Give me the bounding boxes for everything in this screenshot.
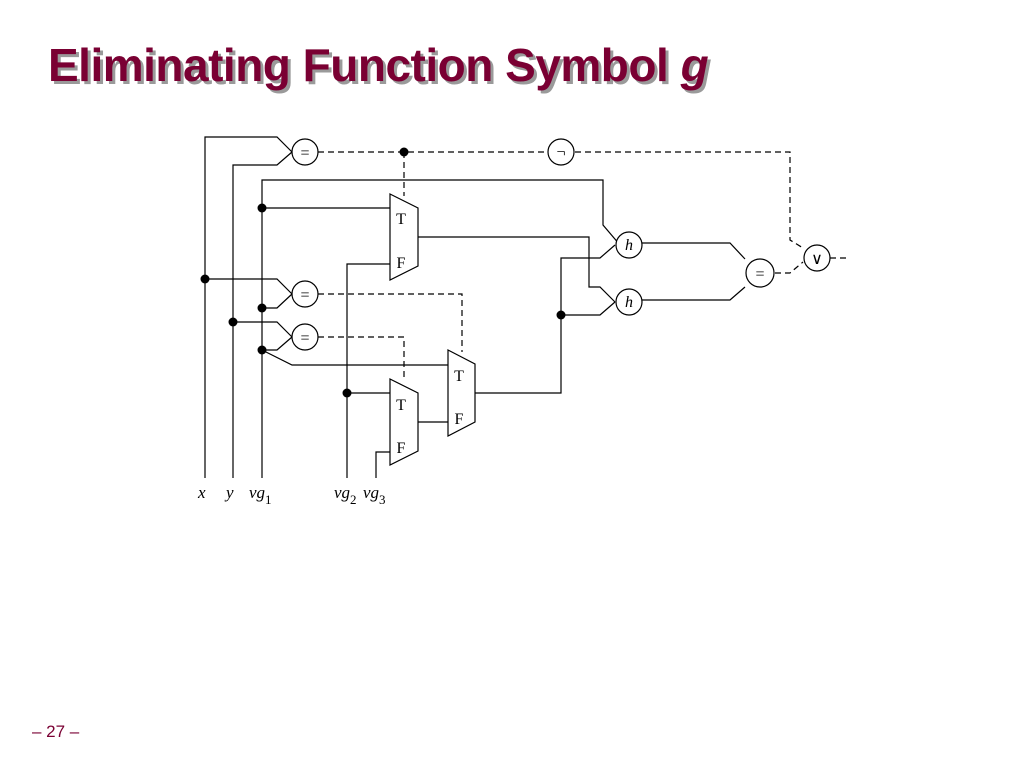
junction-dot [257,303,267,313]
gate-label: = [755,266,764,283]
junction-dot [556,310,566,320]
mux-bottom: T F [389,378,419,466]
input-bus [204,136,621,478]
title-variable: g [680,39,709,91]
input-label-vg2: vg2 [334,483,357,507]
junction-dot [342,388,352,398]
equality-gate-xy: = [291,138,319,166]
h-function-top: h [615,231,643,259]
gate-label: h [625,237,633,254]
slide-title: Eliminating Function Symbol g [48,38,709,92]
not-gate: ¬ [547,138,575,166]
junction-dot [399,147,409,157]
junction-dot [200,274,210,284]
gate-label: h [625,294,633,311]
input-label-vg1: vg1 [249,483,272,507]
junction-dot [257,203,267,213]
gate-label: ¬ [556,144,565,161]
junction-dot [228,317,238,327]
input-labels: x y vg1 vg2 vg3 [197,483,386,507]
control-wires [318,151,848,380]
input-label-vg3: vg3 [363,483,386,507]
h-function-bottom: h [615,288,643,316]
or-gate: ∨ [803,244,831,272]
input-label-x: x [197,483,206,502]
mux-middle: T F [447,349,476,437]
equality-gate-y-vg1: = [291,323,319,351]
mux-top: T F [389,193,419,281]
equality-gate-output: = [745,258,775,288]
gate-label: ∨ [811,251,823,268]
gate-label: = [300,287,309,304]
equality-gate-x-vg1: = [291,280,319,308]
mux-false-label: F [397,440,406,457]
junction-dots [200,147,566,398]
mux-true-label: T [396,211,406,228]
junction-dot [257,345,267,355]
gate-label: = [300,145,309,162]
data-wires [418,236,746,423]
title-text: Eliminating Function Symbol [48,39,681,91]
page-number: – 27 – [32,722,80,741]
mux-false-label: F [455,411,464,428]
gate-label: = [300,330,309,347]
mux-true-label: T [396,397,406,414]
mux-true-label: T [454,368,464,385]
input-label-y: y [224,483,234,502]
mux-false-label: F [397,255,406,272]
